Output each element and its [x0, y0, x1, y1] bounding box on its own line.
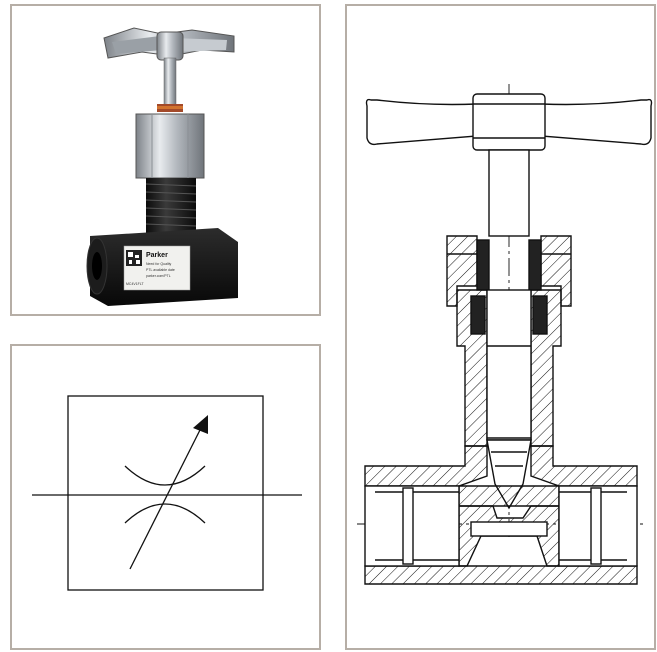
- brand-label: Parker: [146, 252, 168, 259]
- needle-valve-cross-section: [357, 84, 653, 585]
- symbol-box: [67, 395, 264, 591]
- label-line-2: PTL available date: [146, 268, 175, 272]
- valve-handle-icon: [103, 27, 235, 61]
- label-line-1: Need for Quality: [146, 262, 172, 266]
- code-label: MC4V1FLT: [126, 282, 144, 286]
- hydraulic-symbol-panel: [10, 344, 321, 650]
- qr-code-icon: [126, 250, 142, 266]
- product-photo-panel: Parker Need for Quality PTL available da…: [10, 4, 321, 316]
- arrow-head-icon: [193, 415, 208, 434]
- adjustable-throttle-symbol: [32, 395, 302, 591]
- product-label: Parker Need for Quality PTL available da…: [123, 245, 191, 291]
- restriction-arc-top: [124, 465, 206, 486]
- handle-section: [365, 93, 653, 151]
- label-line-3: parker.com/PTL: [146, 274, 171, 278]
- restriction-arc-bottom: [124, 503, 206, 524]
- adjustment-arrow: [129, 425, 203, 570]
- needle-valve-photo: Parker Need for Quality PTL available da…: [86, 27, 238, 306]
- cross-section-panel: [345, 4, 656, 650]
